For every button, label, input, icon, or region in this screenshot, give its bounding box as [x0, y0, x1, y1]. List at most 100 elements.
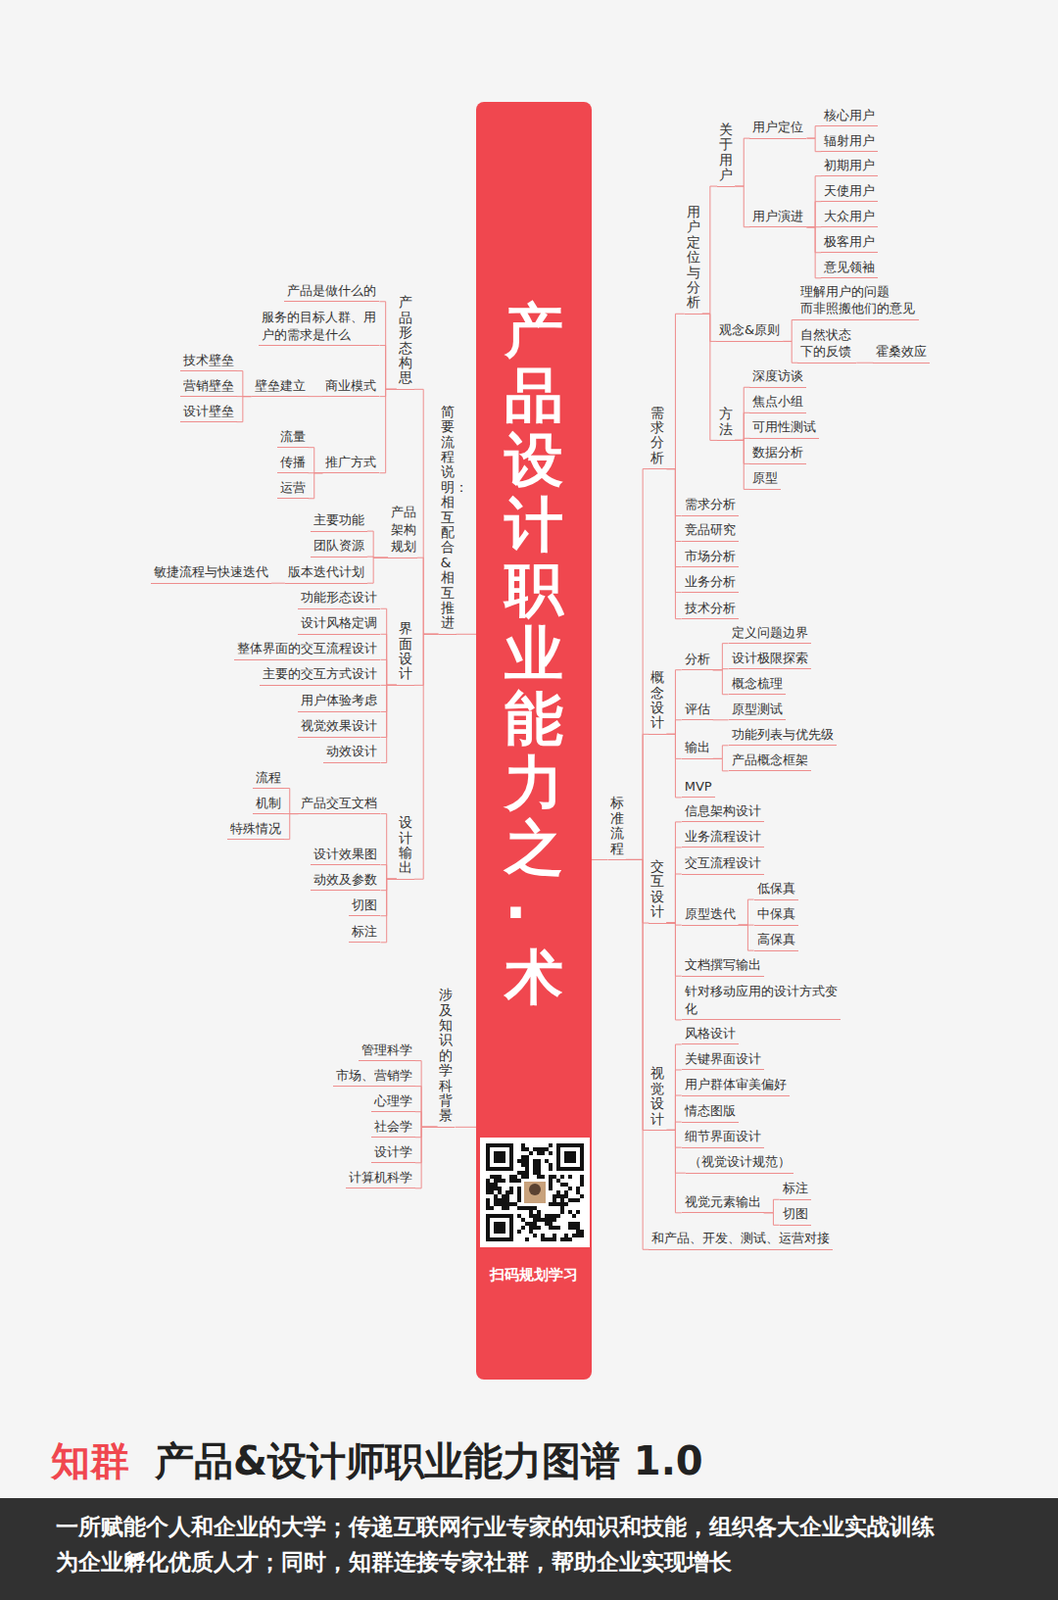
branch-connector	[666, 670, 681, 735]
topic-node: 流量	[277, 427, 309, 449]
node-text: 社会学	[374, 1117, 413, 1136]
topic-node: 输出	[681, 737, 714, 760]
qr-module	[560, 1237, 565, 1242]
branch-connector	[702, 313, 718, 440]
branch-label: 关于用户	[717, 120, 735, 188]
qr-module	[525, 1221, 529, 1226]
branch-connector	[379, 388, 396, 396]
branch-label: 界面设计	[396, 619, 415, 686]
topic-node: 设计效果图	[310, 844, 381, 866]
qr-module	[579, 1194, 584, 1199]
node-text: 市场分析	[684, 547, 736, 566]
qr-module	[536, 1170, 541, 1175]
node-text: 数据分析	[752, 443, 804, 462]
qr-module	[572, 1166, 577, 1171]
topic-node: 技术分析	[681, 598, 739, 621]
branch-connector	[666, 733, 681, 798]
qr-module	[560, 1143, 565, 1148]
branch-connector	[415, 1086, 438, 1128]
topic-node: 设计学	[371, 1142, 416, 1164]
branch-connector	[713, 745, 729, 760]
qr-module	[501, 1178, 506, 1183]
qr-module	[509, 1237, 514, 1242]
qr-module	[525, 1237, 529, 1242]
qr-module	[548, 1178, 553, 1183]
topic-node: 低保真	[754, 878, 799, 901]
node-text: 视觉效果设计	[300, 717, 378, 735]
branch-connector	[666, 1129, 681, 1212]
topic-node: 特殊情况	[227, 818, 285, 841]
node-text: 设计风格定调	[300, 614, 378, 632]
node-text: 传播	[280, 453, 306, 472]
branch-connector	[308, 395, 324, 397]
qr-module	[489, 1143, 494, 1148]
qr-module	[548, 1237, 553, 1242]
node-text: 营销壁垒	[183, 377, 235, 395]
qr-module	[579, 1162, 584, 1167]
topic-node: 壁垒建立	[251, 376, 309, 398]
qr-module	[532, 1213, 537, 1218]
topic-node: 动效设计	[323, 741, 381, 764]
branch-connector	[806, 227, 821, 253]
topic-node: 理解用户的问题 而非照搬他们的意见	[797, 282, 919, 321]
qr-module	[556, 1194, 561, 1199]
qr-module	[532, 1170, 537, 1175]
node-text: 情态图版	[684, 1102, 736, 1120]
qr-module	[552, 1194, 557, 1199]
branch-connector	[713, 758, 729, 771]
qr-module	[552, 1174, 557, 1179]
brand-logo: 知群	[50, 1435, 130, 1487]
node-text: 方法	[719, 406, 733, 437]
node-text: 机制	[255, 794, 282, 813]
branch-connector	[666, 313, 684, 469]
qr-module	[521, 1174, 526, 1179]
qr-module	[485, 1154, 490, 1159]
topic-node: 营销壁垒	[180, 376, 238, 398]
qr-module	[513, 1202, 518, 1206]
qr-module	[568, 1186, 573, 1191]
qr-module	[536, 1225, 541, 1230]
qr-module	[560, 1198, 565, 1203]
node-text: 运营	[280, 479, 306, 497]
node-text: 服务的目标人群、用 户的需求是什么	[261, 308, 378, 343]
node-text: 中保真	[757, 905, 796, 923]
qr-module	[536, 1147, 541, 1152]
node-text: 用户体验考虑	[300, 691, 378, 710]
qr-module	[529, 1151, 533, 1155]
qr-module	[509, 1143, 514, 1148]
node-text: 交互设计	[650, 859, 665, 920]
qr-module	[485, 1229, 490, 1234]
qr-module	[525, 1147, 529, 1152]
node-text: 用户演进	[752, 207, 804, 226]
qr-module	[579, 1166, 584, 1171]
branch-connector	[367, 530, 388, 558]
topic-node: 文档撰写输出	[681, 955, 765, 977]
branch-connector	[666, 1121, 681, 1130]
node-text: 主要功能	[313, 511, 365, 529]
qr-module	[485, 1166, 490, 1171]
qr-module	[505, 1202, 510, 1206]
branch-connector	[666, 1044, 681, 1130]
branch-connector	[666, 733, 681, 759]
qr-module	[552, 1233, 557, 1238]
qr-module	[489, 1174, 494, 1179]
qr-module	[572, 1225, 577, 1230]
qr-module	[509, 1225, 514, 1230]
qr-module	[564, 1158, 569, 1163]
node-text: 高保真	[757, 930, 796, 949]
qr-module	[548, 1182, 553, 1187]
qr-module	[556, 1213, 561, 1218]
qr-module	[568, 1158, 573, 1163]
node-text: 可用性测试	[752, 418, 817, 436]
branch-connector	[666, 469, 681, 517]
qr-module	[489, 1237, 494, 1242]
qr-module	[552, 1202, 557, 1206]
qr-module	[579, 1147, 584, 1152]
topic-node: 设计极限探索	[728, 648, 812, 671]
qr-module	[493, 1158, 498, 1163]
topic-node: 需求分析	[681, 494, 739, 517]
topic-node: 传播	[277, 452, 309, 475]
topic-node: 管理科学	[358, 1040, 416, 1062]
node-text: 产品形态构思	[398, 294, 413, 385]
topic-node: 用户演进	[749, 206, 807, 229]
